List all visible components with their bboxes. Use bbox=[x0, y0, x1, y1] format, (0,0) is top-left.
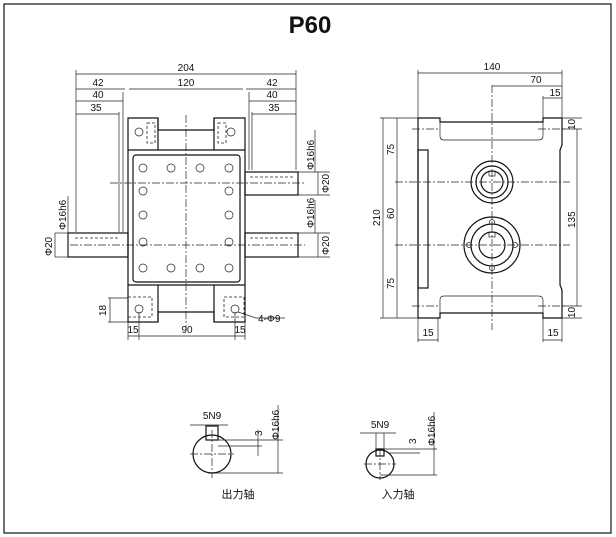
mounting-holes bbox=[127, 122, 245, 318]
dim-span-135: 135 bbox=[567, 211, 578, 228]
dim-shaft-dia-2: Φ20 bbox=[321, 235, 332, 255]
dim-foot-left: 15 bbox=[127, 325, 139, 336]
output-key-depth: 3 bbox=[254, 430, 265, 436]
dim-ear-10-top: 10 bbox=[567, 118, 578, 130]
side-view: 140 70 15 210 75 60 75 135 10 10 15 15 bbox=[372, 62, 582, 342]
dim-right-40: 40 bbox=[266, 90, 278, 101]
dim-center-60: 60 bbox=[386, 207, 397, 219]
dim-shaft-dia-1: Φ20 bbox=[321, 173, 332, 193]
drawing-title: P60 bbox=[289, 12, 332, 39]
dim-upper-75: 75 bbox=[386, 143, 397, 155]
front-view: 204 42 120 42 40 40 35 35 Φ16h6 Φ20 Φ16h… bbox=[44, 63, 332, 340]
sheet-border bbox=[3, 3, 612, 534]
dim-left-40: 40 bbox=[92, 90, 104, 101]
dim-ear-10-bottom: 10 bbox=[567, 306, 578, 318]
cover-plate bbox=[132, 154, 241, 283]
output-shaft-label: 出力轴 bbox=[222, 487, 255, 501]
right-upper-shaft bbox=[244, 171, 299, 196]
dim-shaft-fit-1: Φ16h6 bbox=[306, 139, 317, 170]
side-cover bbox=[417, 149, 429, 289]
dim-side-width: 140 bbox=[484, 62, 501, 73]
dim-ear-15: 15 bbox=[549, 88, 561, 99]
dim-foot-height: 18 bbox=[98, 304, 109, 316]
dim-mounting-holes: 4-Φ9 bbox=[258, 314, 281, 325]
dim-right-35: 35 bbox=[268, 103, 280, 114]
output-shaft-detail: 5N9 3 Φ16h6 出力轴 bbox=[190, 405, 283, 501]
dim-left-shaft-fit: Φ16h6 bbox=[58, 199, 69, 230]
output-key-width: 5N9 bbox=[203, 411, 222, 422]
dim-hole-spacing: 90 bbox=[181, 325, 193, 336]
dim-foot-right: 15 bbox=[234, 325, 246, 336]
input-key-depth: 3 bbox=[408, 438, 419, 444]
housing-outline bbox=[127, 117, 246, 323]
dim-lower-75: 75 bbox=[386, 277, 397, 289]
input-shaft-detail: 5N9 3 Φ16h6 入力轴 bbox=[360, 412, 438, 501]
dim-side-foot-right: 15 bbox=[547, 328, 559, 339]
input-key-width: 5N9 bbox=[371, 420, 390, 431]
dim-half-width: 70 bbox=[530, 75, 542, 86]
dim-body-width: 120 bbox=[178, 78, 195, 89]
output-shaft-fit: Φ16h6 bbox=[271, 409, 282, 440]
upper-bearing bbox=[470, 160, 514, 204]
dim-left-42: 42 bbox=[92, 78, 104, 89]
dim-shaft-fit-2: Φ16h6 bbox=[306, 197, 317, 228]
side-housing-outline bbox=[417, 117, 563, 319]
dim-overall-width: 204 bbox=[178, 63, 195, 74]
dim-left-35: 35 bbox=[90, 103, 102, 114]
input-shaft-label: 入力轴 bbox=[382, 487, 415, 501]
dim-right-42: 42 bbox=[266, 78, 278, 89]
dim-side-foot-left: 15 bbox=[422, 328, 434, 339]
bolt-holes bbox=[138, 163, 234, 273]
dim-side-height: 210 bbox=[372, 209, 383, 226]
dim-left-shaft-dia: Φ20 bbox=[44, 236, 55, 256]
input-shaft-fit: Φ16h6 bbox=[427, 415, 438, 446]
